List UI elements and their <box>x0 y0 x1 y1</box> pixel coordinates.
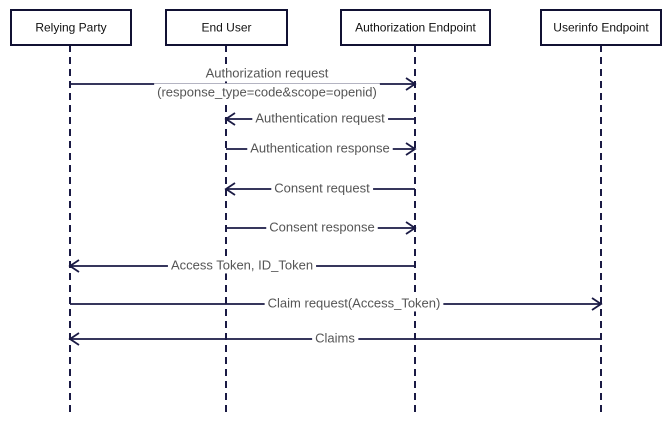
arrowhead-icon <box>224 112 236 126</box>
participant-ue: Userinfo Endpoint <box>540 9 662 46</box>
participant-box <box>340 9 491 46</box>
participant-label: Relying Party <box>35 21 106 35</box>
message-label: Authorization request <box>206 65 329 80</box>
message-label: Authentication request <box>255 110 385 125</box>
message-3: Authentication response <box>226 139 417 157</box>
message-7: Claim request(Access_Token) <box>70 294 603 312</box>
label-background <box>266 218 378 236</box>
arrowhead-icon <box>224 182 236 196</box>
participant-box <box>165 9 288 46</box>
arrowhead-icon <box>405 77 417 91</box>
message-1: Authorization request (response_type=code… <box>70 64 417 101</box>
message-6: Access Token, ID_Token <box>68 256 415 274</box>
arrowhead-icon <box>405 221 417 235</box>
message-label: Consent response <box>269 219 375 234</box>
label-background <box>154 83 380 101</box>
arrowhead-icon <box>68 259 80 273</box>
message-label: Consent request <box>274 180 370 195</box>
label-background <box>167 256 317 274</box>
label-background <box>312 329 359 347</box>
message-label: (response_type=code&scope=openid) <box>157 84 377 99</box>
label-background <box>202 64 332 82</box>
label-background <box>247 139 393 157</box>
arrowhead-icon <box>405 142 417 156</box>
message-label: Authentication response <box>250 140 389 155</box>
messages: Authorization request (response_type=code… <box>68 64 603 347</box>
label-background <box>252 109 389 127</box>
participant-box <box>10 9 132 46</box>
arrowhead-icon <box>68 332 80 346</box>
participant-rp: Relying Party <box>10 9 132 46</box>
message-2: Authentication request <box>224 109 415 127</box>
label-background <box>264 294 444 312</box>
participant-box <box>540 9 662 46</box>
message-label: Claims <box>315 330 355 345</box>
participant-ae: Authorization Endpoint <box>340 9 491 46</box>
message-label: Claim request(Access_Token) <box>268 295 441 310</box>
participant-label: Userinfo Endpoint <box>553 21 649 35</box>
message-4: Consent request <box>224 179 415 197</box>
participants: Relying Party End User Authorization Endpo… <box>10 9 662 46</box>
arrowhead-icon <box>591 297 603 311</box>
message-8: Claims <box>68 329 601 347</box>
label-background <box>271 179 374 197</box>
participant-label: Authorization Endpoint <box>355 21 476 35</box>
message-label: Access Token, ID_Token <box>171 257 313 272</box>
participant-eu: End User <box>165 9 288 46</box>
participant-label: End User <box>201 21 251 35</box>
message-5: Consent response <box>226 218 417 236</box>
